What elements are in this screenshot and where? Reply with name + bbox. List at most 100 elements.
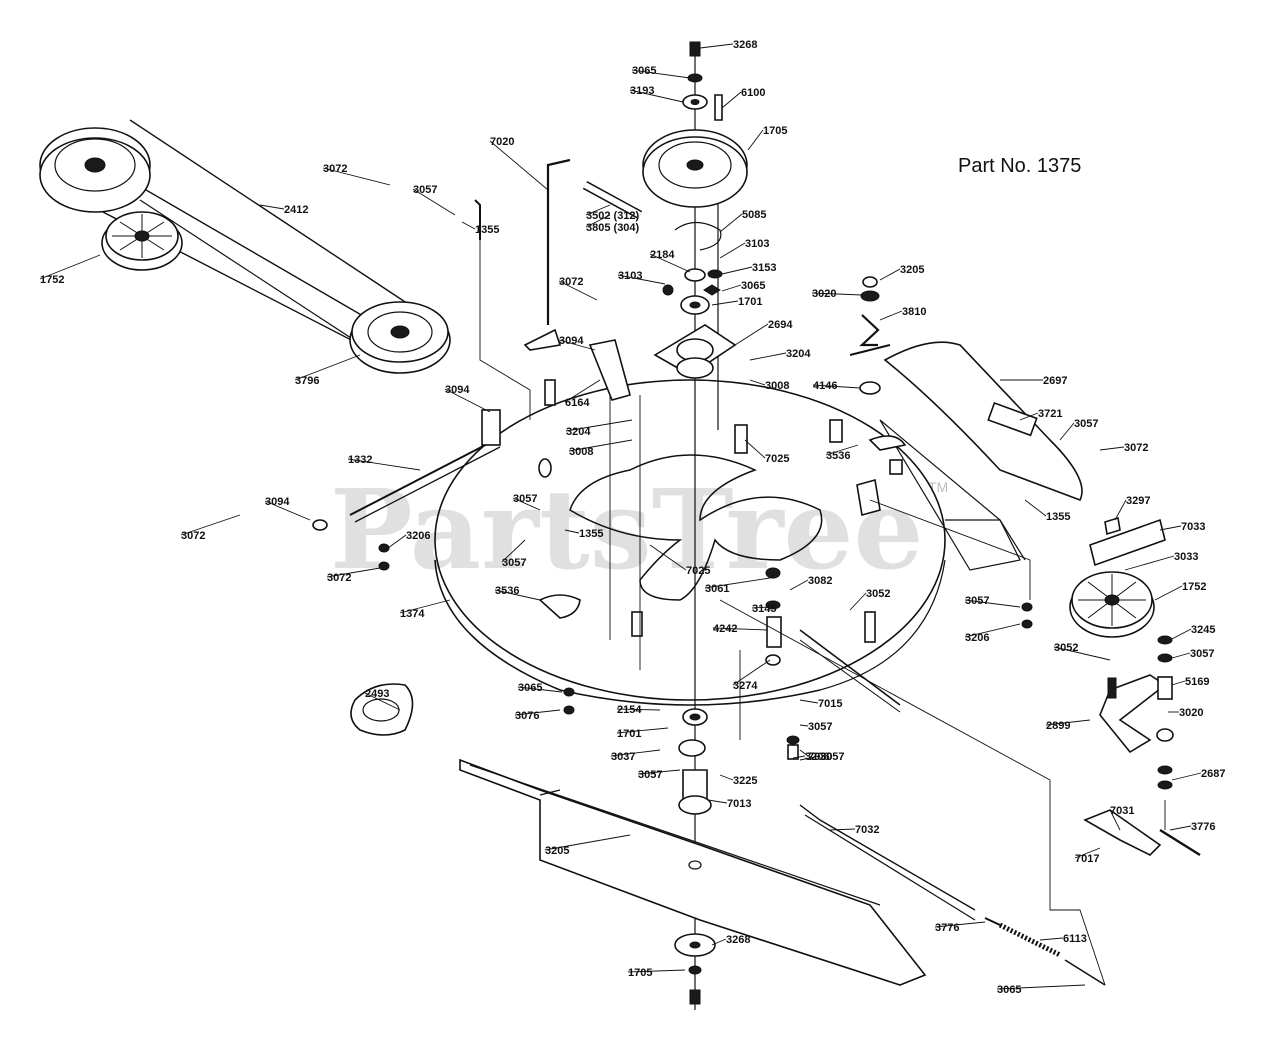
- callout-leader: [721, 91, 742, 109]
- callout-leader: [1024, 499, 1047, 517]
- callout-3805-304: 3805 (304): [586, 222, 640, 234]
- callout-7033: 7033: [1181, 521, 1205, 533]
- callout-leader: [39, 254, 101, 280]
- callout-leader: [751, 606, 771, 609]
- callout-leader: [1045, 719, 1091, 726]
- pulley-1752-right: [1069, 516, 1166, 638]
- callout-leader: [1169, 628, 1192, 641]
- callout-leader: [610, 749, 661, 757]
- callout-leader: [829, 828, 856, 831]
- callout-leader: [707, 799, 728, 804]
- watermark: PartsTree: [330, 465, 924, 594]
- callout-3020: 3020: [1179, 707, 1203, 719]
- callout-leader: [964, 599, 1021, 608]
- callout-2184: 2184: [650, 249, 675, 261]
- callout-3052: 3052: [866, 588, 890, 600]
- callout-4242: 4242: [713, 623, 737, 635]
- callout-leader: [585, 214, 611, 228]
- callout-3536: 3536: [826, 450, 850, 462]
- callout-leader: [629, 89, 684, 103]
- callout-3094: 3094: [445, 384, 470, 396]
- callout-leader: [792, 755, 806, 759]
- callout-3796: 3796: [295, 375, 319, 387]
- callout-leader: [721, 284, 742, 292]
- callout-3245: 3245: [1191, 624, 1215, 636]
- callout-leader: [812, 384, 861, 389]
- callout-3072: 3072: [181, 530, 205, 542]
- callout-leader: [734, 323, 769, 346]
- callout-leader: [322, 167, 391, 186]
- callout-2687: 2687: [1201, 768, 1225, 780]
- callout-3057: 3057: [638, 769, 662, 781]
- assembly-guide-lines: [479, 240, 1166, 986]
- callout-1701: 1701: [617, 728, 641, 740]
- callout-leader: [627, 969, 686, 973]
- callout-4146: 4146: [813, 380, 837, 392]
- callout-3057: 3057: [808, 721, 832, 733]
- callout-leader: [711, 300, 739, 306]
- callout-leader: [1114, 499, 1127, 521]
- callout-leader: [789, 579, 809, 591]
- callout-7020: 7020: [490, 136, 514, 148]
- callout-3008: 3008: [765, 380, 789, 392]
- callout-leader: [1039, 937, 1064, 941]
- callout-leader: [558, 339, 596, 351]
- callout-7032: 7032: [855, 824, 879, 836]
- callout-3065: 3065: [997, 984, 1021, 996]
- callout-3033: 3033: [1174, 551, 1198, 563]
- callout-leader: [364, 692, 401, 711]
- callout-leader: [744, 439, 766, 459]
- cable-7013: [799, 804, 976, 921]
- callout-leader: [558, 280, 598, 301]
- callout-leader: [649, 544, 687, 571]
- callout-leader: [934, 921, 986, 928]
- callout-leader: [719, 242, 746, 259]
- callout-leader: [568, 439, 633, 452]
- callout-3502-312: 3502 (312): [586, 210, 640, 222]
- callout-1355: 1355: [475, 224, 499, 236]
- callout-leader: [849, 592, 867, 611]
- pulley-3796: [349, 301, 451, 374]
- callout-leader: [1154, 585, 1183, 601]
- callout-leader: [294, 354, 361, 381]
- callout-leader: [749, 352, 787, 361]
- callout-leader: [501, 539, 526, 563]
- callout-7017: 7017: [1075, 853, 1099, 865]
- callout-3225: 3225: [733, 775, 757, 787]
- callout-3268: 3268: [733, 39, 757, 51]
- rod-1332: [349, 409, 501, 523]
- part-number-title: Part No. 1375: [958, 155, 1081, 177]
- callout-3205: 3205: [900, 264, 924, 276]
- callout-7025: 7025: [765, 453, 789, 465]
- callout-6100: 6100: [741, 87, 765, 99]
- callout-3057: 3057: [820, 751, 844, 763]
- callout-2697: 2697: [1043, 375, 1067, 387]
- callout-2694: 2694: [768, 319, 793, 331]
- callout-leader: [825, 444, 859, 456]
- callout-leader: [1171, 680, 1186, 686]
- callout-3103: 3103: [618, 270, 642, 282]
- callout-leader: [964, 623, 1021, 638]
- callout-leader: [489, 140, 549, 191]
- callout-leader: [399, 599, 451, 614]
- callout-leader: [719, 774, 734, 781]
- callout-1355: 1355: [579, 528, 603, 540]
- callout-leader: [616, 727, 669, 734]
- callout-3057: 3057: [1190, 648, 1214, 660]
- callout-3072: 3072: [559, 276, 583, 288]
- callout-leader: [811, 292, 863, 296]
- callout-leader: [461, 221, 476, 230]
- callout-leader: [347, 458, 421, 471]
- callout-2899: 2899: [1046, 720, 1070, 732]
- callout-7015: 7015: [818, 698, 842, 710]
- linkage-7031: [1083, 809, 1201, 857]
- spring-7017: [984, 917, 1106, 986]
- callout-leader: [1159, 525, 1182, 531]
- callout-3057: 3057: [413, 184, 437, 196]
- callout-3810: 3810: [902, 306, 926, 318]
- misc-brackets: [312, 339, 1033, 760]
- callout-3065: 3065: [632, 65, 656, 77]
- callout-leader: [719, 213, 743, 233]
- callout-3206: 3206: [406, 530, 430, 542]
